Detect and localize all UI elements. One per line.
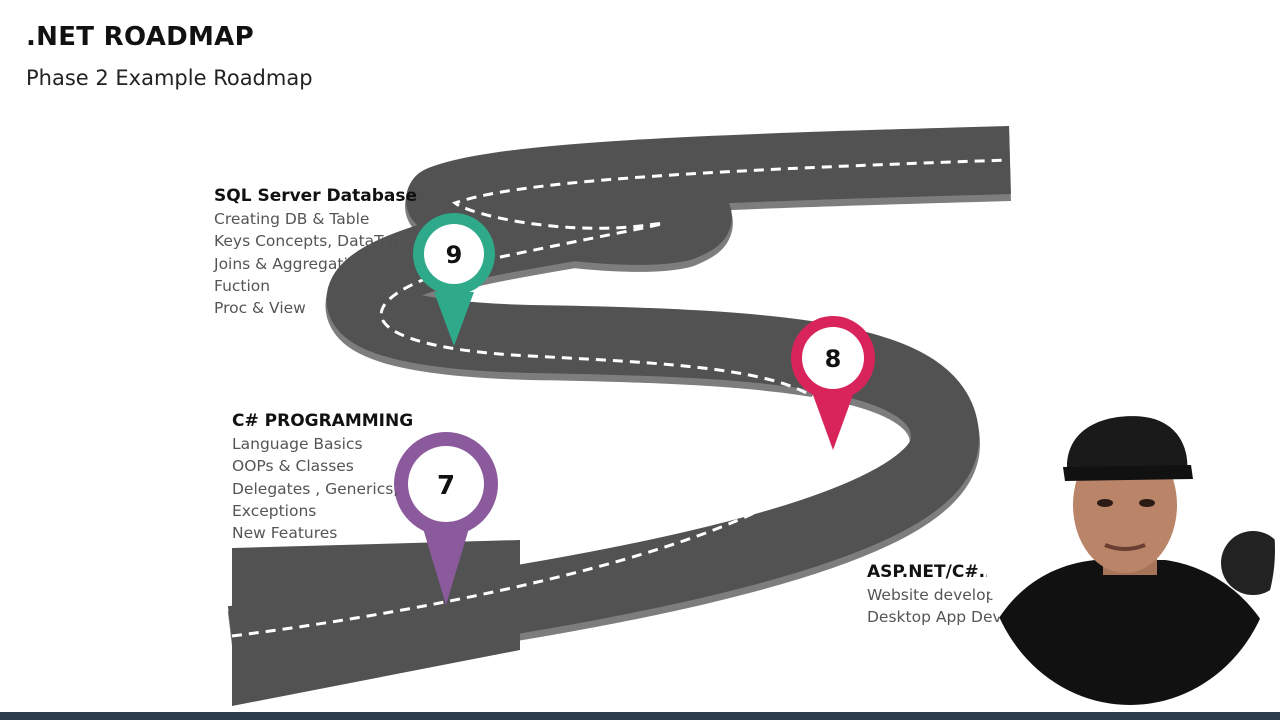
- page-subtitle: Phase 2 Example Roadmap: [26, 66, 313, 90]
- milestone-7-item: Delegates , Generics,: [232, 479, 399, 498]
- milestone-8-title: ASP.NET/C#.NET: [867, 562, 1023, 582]
- milestone-7-item: Exceptions: [232, 501, 317, 520]
- road-body: [227, 126, 1011, 674]
- milestone-9-item: Joins & Aggregation: [214, 254, 368, 273]
- bottom-bar: [0, 712, 1280, 720]
- milestone-9-item: Keys Concepts, DataType: [214, 232, 410, 251]
- presenter-webcam: [985, 395, 1275, 705]
- milestone-7-title: C# PROGRAMMING: [232, 411, 414, 431]
- milestone-9-item: Proc & View: [214, 299, 306, 318]
- milestone-8-pin: 8: [791, 316, 875, 450]
- milestone-7-details: C# PROGRAMMING Language Basics OOPs & Cl…: [232, 409, 413, 544]
- milestone-7-item: OOPs & Classes: [232, 457, 354, 476]
- milestone-9-item: Creating DB & Table: [214, 210, 370, 228]
- milestone-7-item: New Features: [232, 524, 338, 543]
- presenter-icon: [985, 395, 1275, 705]
- milestone-9-pin: 9: [413, 213, 495, 346]
- milestone-8-number: 8: [825, 345, 842, 373]
- road-centre-line: [231, 158, 1009, 638]
- milestone-9-number: 9: [446, 241, 463, 269]
- milestone-7-pin: 7: [394, 432, 498, 605]
- milestone-9-item: Fuction: [214, 276, 271, 295]
- milestone-9-title: SQL Server Database: [214, 186, 417, 206]
- milestone-7-number: 7: [437, 471, 455, 501]
- milestone-7-item: Language Basics: [232, 435, 363, 453]
- milestone-9-details: SQL Server Database Creating DB & Table …: [214, 184, 417, 319]
- milestone-8-item: Desktop App Devel: [867, 608, 1016, 627]
- page-title: .NET ROADMAP: [26, 22, 254, 52]
